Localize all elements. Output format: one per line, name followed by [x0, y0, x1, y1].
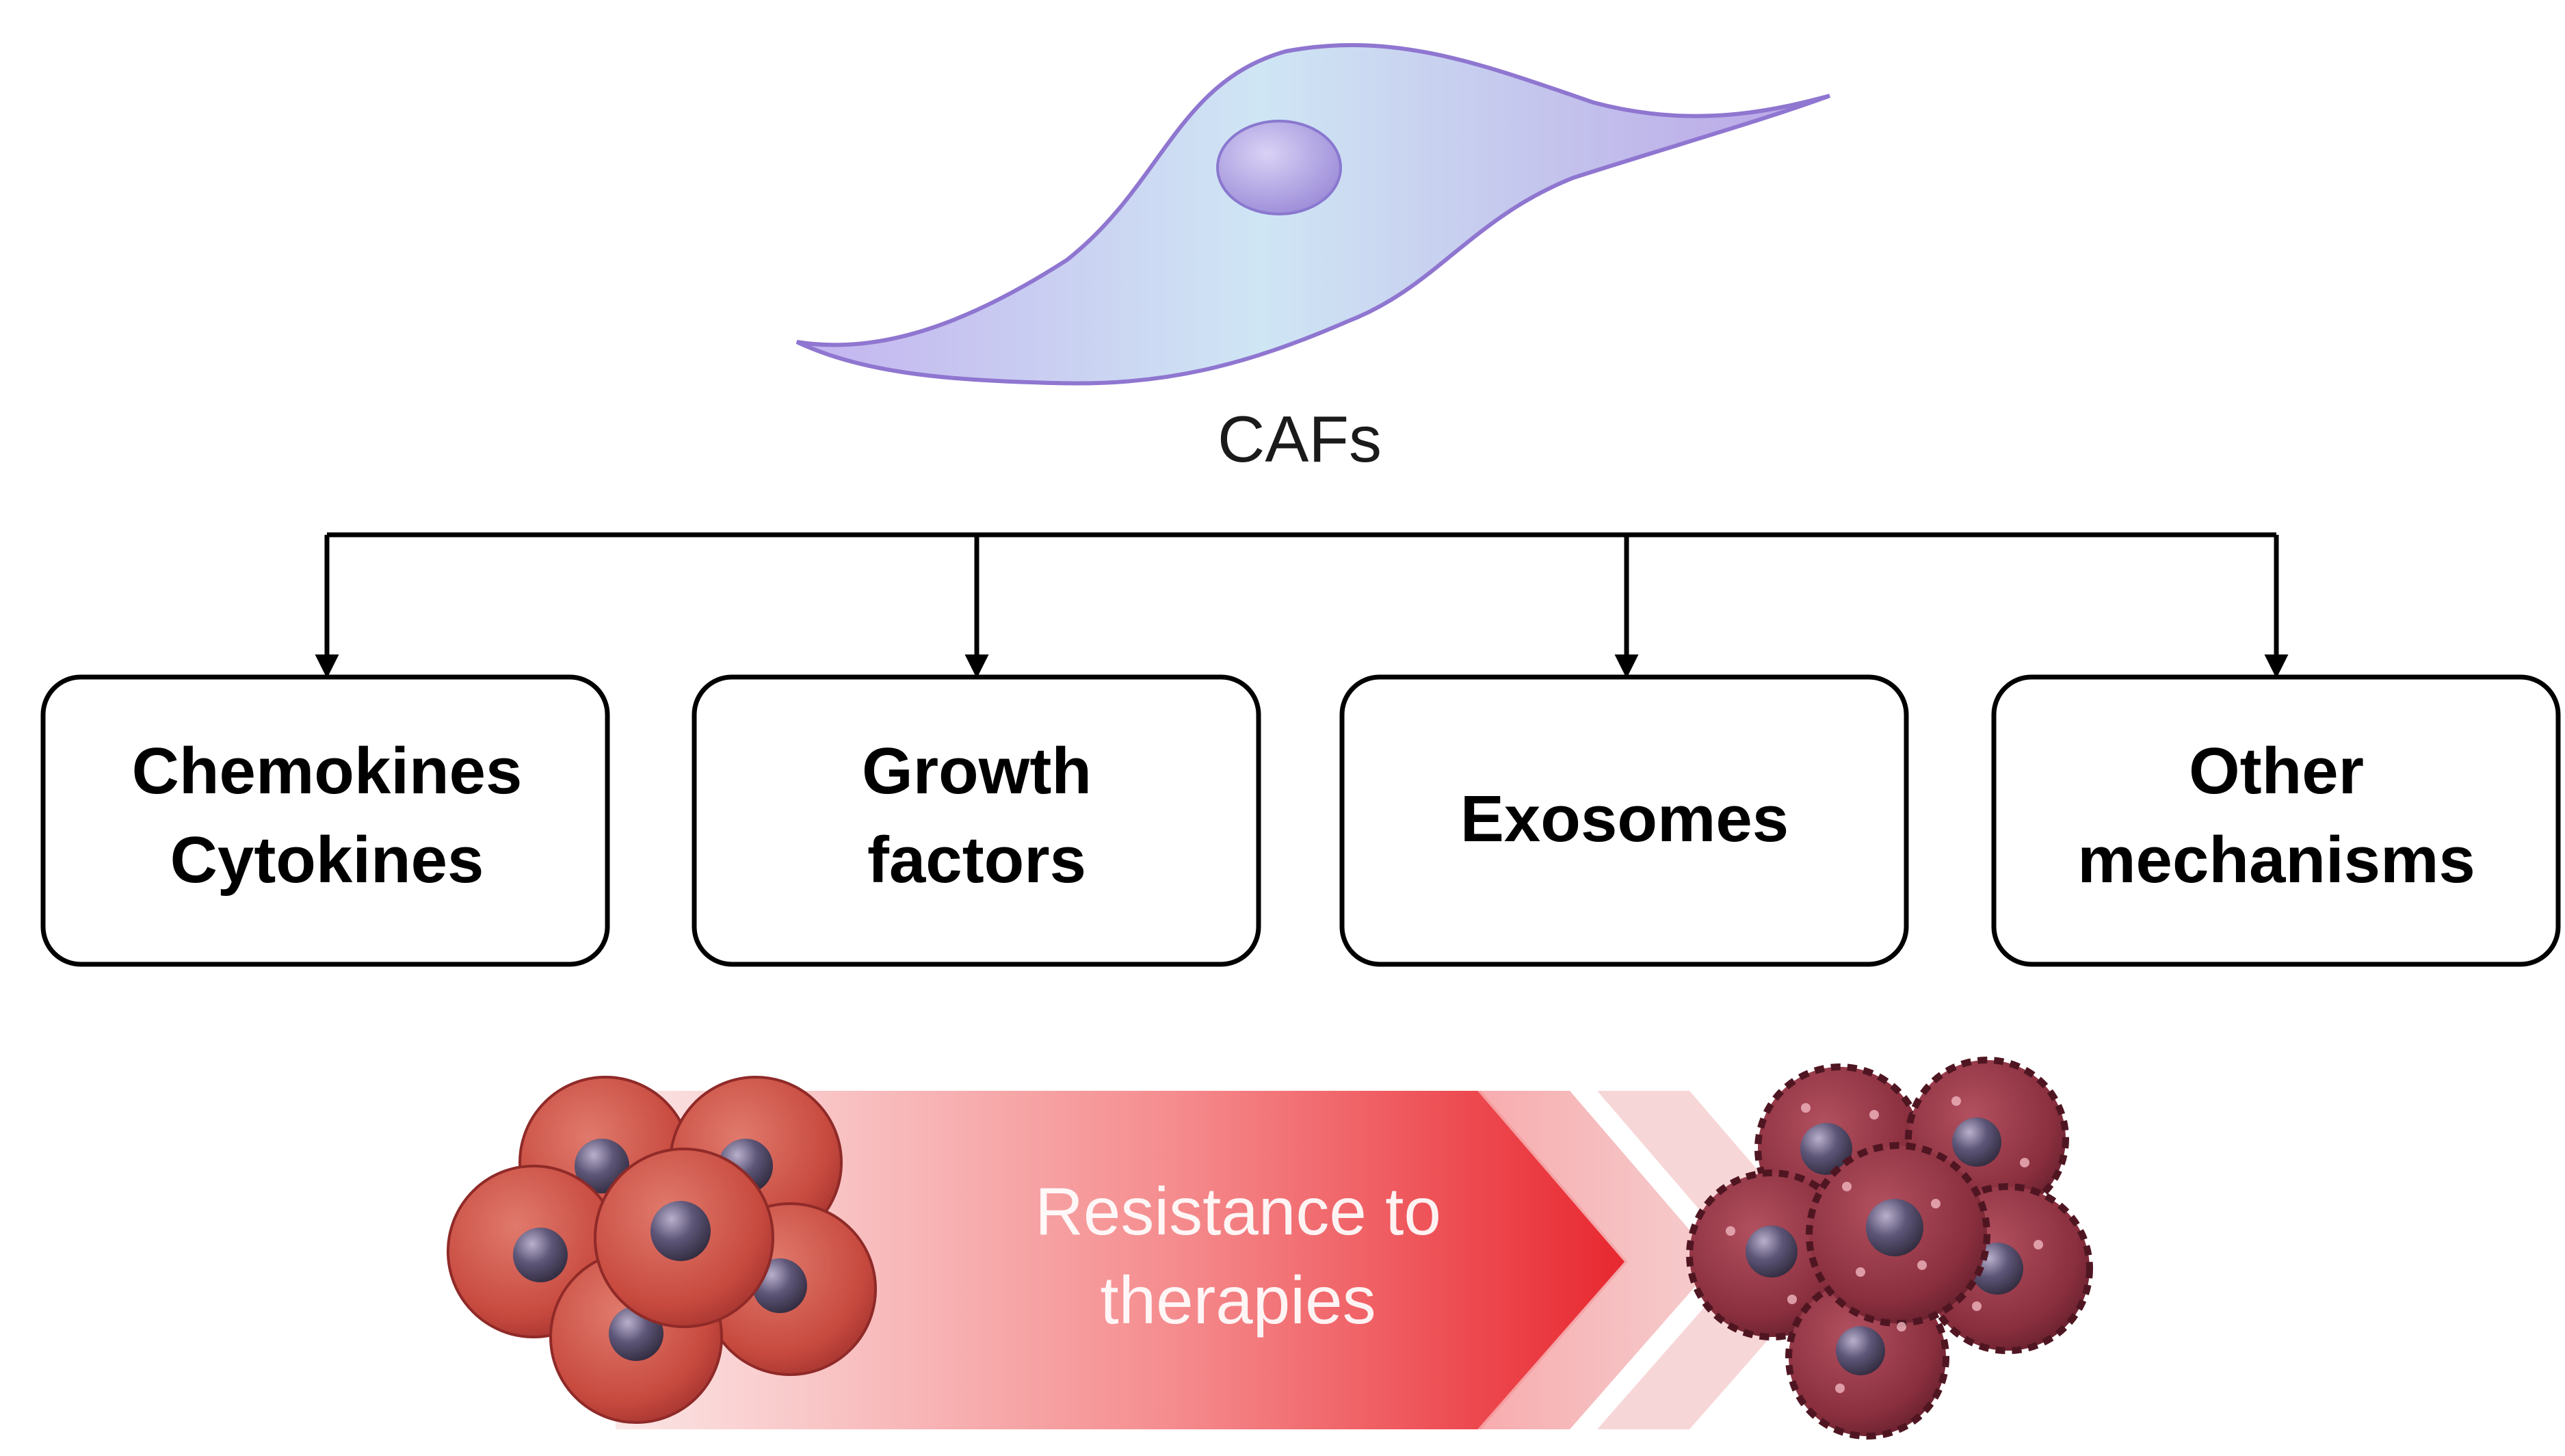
mechanism-box-exosomes: Exosomes — [1339, 674, 1909, 967]
cell-surface-dots — [1726, 1096, 2043, 1393]
box-label-line1: Chemokines — [132, 734, 523, 808]
mechanism-box-chemokines: Chemokines Cytokines — [40, 674, 610, 967]
mechanism-box-growth-factors: Growth factors — [692, 674, 1261, 967]
cancer-cell — [594, 1148, 774, 1328]
box-label-line2: Cytokines — [170, 823, 484, 897]
box-label-line1: Other — [2189, 734, 2364, 808]
arrow-label-line1: Resistance to — [1035, 1174, 1441, 1249]
mechanism-box-other: Other mechanisms — [1991, 674, 2561, 967]
box-label-line2: mechanisms — [2077, 823, 2475, 897]
arrow-label-line2: therapies — [1100, 1262, 1376, 1338]
normal-cancer-cell-cluster-icon — [447, 1076, 877, 1424]
caf-label: CAFs — [1218, 403, 1382, 476]
box-label-line1: Exosomes — [1460, 782, 1789, 856]
fibroblast-cell-icon — [795, 43, 1831, 386]
box-label-line2: factors — [867, 823, 1086, 897]
resistance-arrow: Resistance to therapies — [616, 1091, 1837, 1429]
resistant-cancer-cell-cluster-icon — [1686, 1057, 2093, 1440]
connector-tree — [315, 532, 2289, 678]
box-label-line1: Growth — [862, 734, 1092, 808]
resistant-cancer-cell — [1806, 1142, 1990, 1327]
